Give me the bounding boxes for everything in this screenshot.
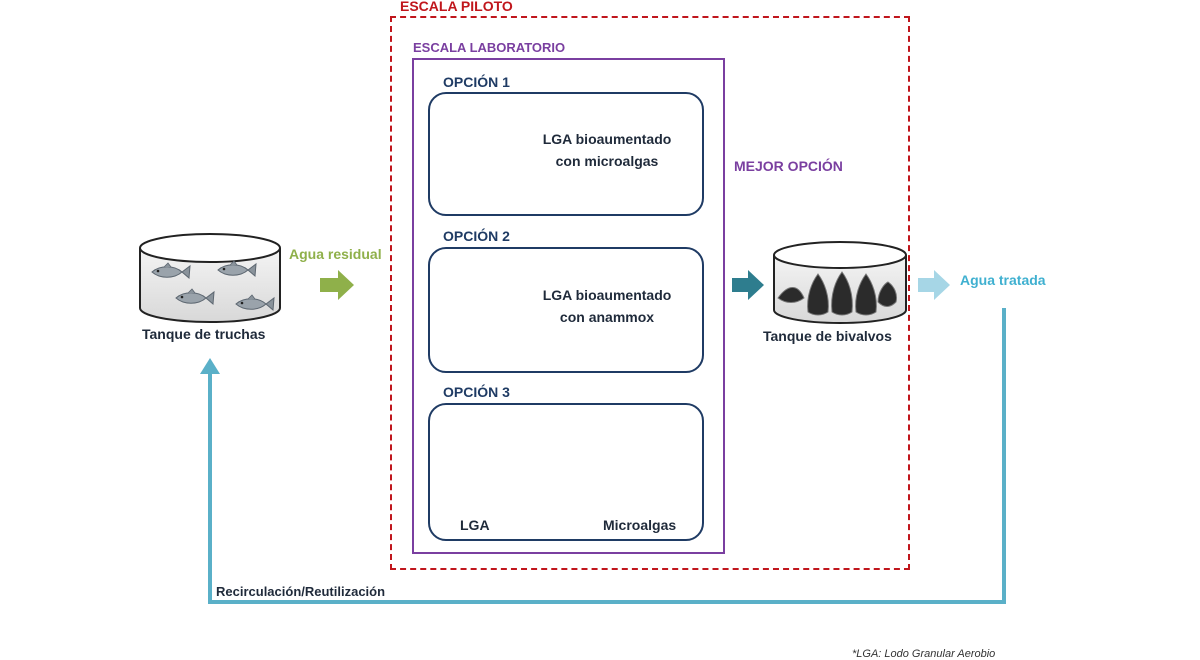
option2-text: LGA bioaumentado con anammox — [522, 284, 692, 328]
trout-tank — [139, 233, 281, 323]
bivalve-tank — [773, 241, 907, 324]
option2-line2: con anammox — [559, 309, 655, 325]
bivalve-tank-label: Tanque de bivalvos — [763, 328, 892, 344]
option2-line1: LGA bioaumentado — [542, 287, 672, 303]
option1-line1: LGA bioaumentado — [542, 131, 672, 147]
bivalve-icon — [777, 271, 897, 316]
recirculation-label: Recirculación/Reutilización — [216, 584, 386, 599]
best-option-label: MEJOR OPCIÓN — [734, 158, 843, 174]
option1-box — [428, 92, 704, 216]
lga-label: LGA — [460, 517, 490, 533]
microalgae-label: Microalgas — [603, 517, 677, 533]
best-option-arrow — [732, 270, 764, 300]
recirculation-loop — [200, 308, 1006, 604]
trout-tank-label: Tanque de truchas — [142, 326, 266, 342]
option3-box — [428, 403, 704, 541]
treated-water-label: Agua tratada — [960, 272, 1046, 288]
option1-line2: con microalgas — [555, 153, 659, 169]
wastewater-label: Agua residual — [289, 246, 382, 262]
lab-scale-label: ESCALA LABORATORIO — [413, 40, 566, 55]
pilot-scale-label: ESCALA PILOTO — [400, 0, 513, 14]
lab-scale-box — [412, 58, 725, 554]
footnote: *LGA: Lodo Granular Aerobio — [852, 648, 996, 660]
option3-title: OPCIÓN 3 — [443, 384, 510, 400]
option1-text: LGA bioaumentado con microalgas — [522, 128, 692, 172]
pilot-scale-box — [390, 16, 910, 570]
treated-water-arrow — [918, 270, 950, 300]
wastewater-arrow — [320, 270, 354, 300]
option2-box — [428, 247, 704, 373]
option1-title: OPCIÓN 1 — [443, 74, 510, 90]
option2-title: OPCIÓN 2 — [443, 228, 510, 244]
